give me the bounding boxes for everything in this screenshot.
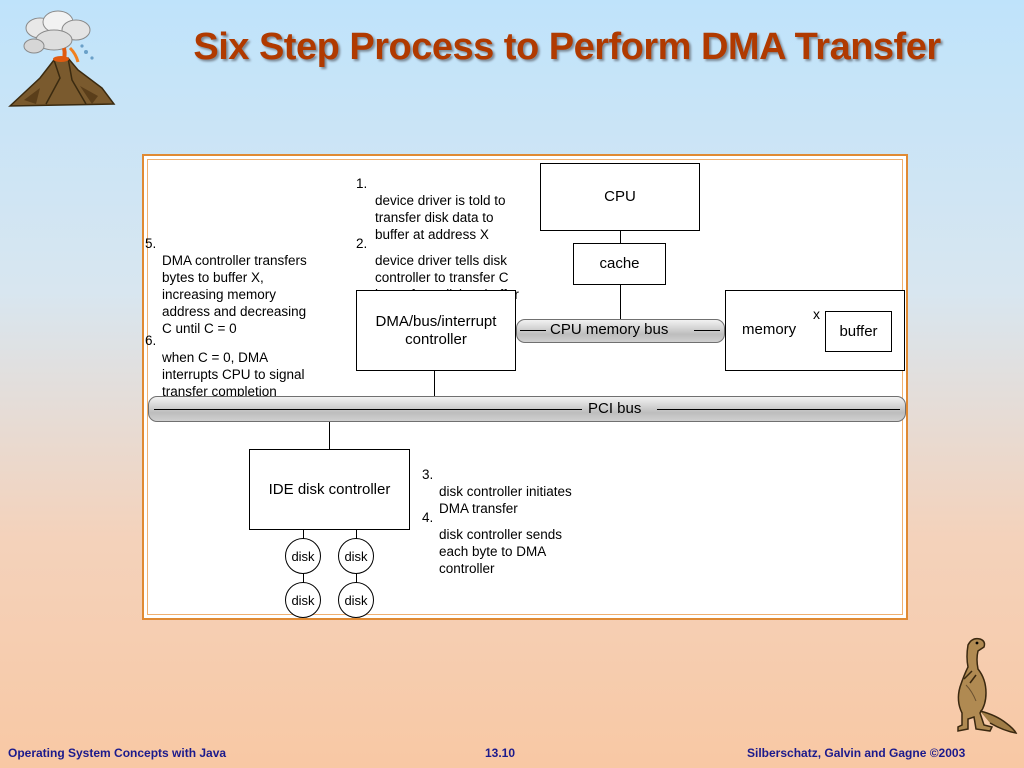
ide-controller-box: IDE disk controller — [249, 449, 410, 530]
ide-disk-wire-left — [303, 529, 305, 539]
footer-page-number: 13.10 — [485, 746, 516, 760]
step-4-note: 4.disk controller sends each byte to DMA… — [422, 510, 563, 576]
step-6-note: 6.when C = 0, DMA interrupts CPU to sign… — [145, 333, 305, 399]
disk-2: disk — [338, 538, 374, 574]
cache-box: cache — [573, 243, 666, 285]
disk-chain-wire-left — [303, 573, 305, 583]
cpu-memory-bus-label: CPU memory bus — [550, 321, 669, 338]
footer-book-title: Operating System Concepts with Java — [8, 746, 227, 760]
dinosaur-icon — [957, 637, 1018, 734]
disk-1: disk — [285, 538, 321, 574]
step-3-note: 3.disk controller initiates DMA transfer — [422, 467, 572, 516]
step-1-note: 1.device driver is told to transfer disk… — [356, 176, 506, 242]
dma-pci-wire — [434, 370, 436, 409]
cpu-box: CPU — [540, 163, 700, 231]
smoke-cloud — [23, 10, 91, 54]
cpu-cache-wire — [620, 230, 622, 244]
cache-bus-wire — [620, 284, 622, 320]
disk-4: disk — [338, 582, 374, 618]
pci-ide-wire — [329, 409, 331, 450]
buffer-box: buffer — [825, 311, 892, 352]
step-5-note: 5.DMA controller transfers bytes to buff… — [145, 236, 307, 336]
footer-copyright: Silberschatz, Galvin and Gagne ©2003 — [747, 746, 966, 760]
buffer-address-label: x — [813, 306, 820, 322]
memory-box: memory x buffer — [725, 290, 905, 371]
ide-disk-wire-right — [356, 529, 358, 539]
volcano-icon — [8, 10, 116, 107]
pci-bus-label: PCI bus — [588, 400, 642, 417]
disk-chain-wire-right — [356, 573, 358, 583]
diagram-frame — [142, 154, 908, 620]
disk-3: disk — [285, 582, 321, 618]
page-title: Six Step Process to Perform DMA Transfer — [193, 26, 941, 68]
dma-controller-box: DMA/bus/interrupt controller — [356, 290, 516, 371]
cpu-memory-bus — [516, 319, 725, 343]
